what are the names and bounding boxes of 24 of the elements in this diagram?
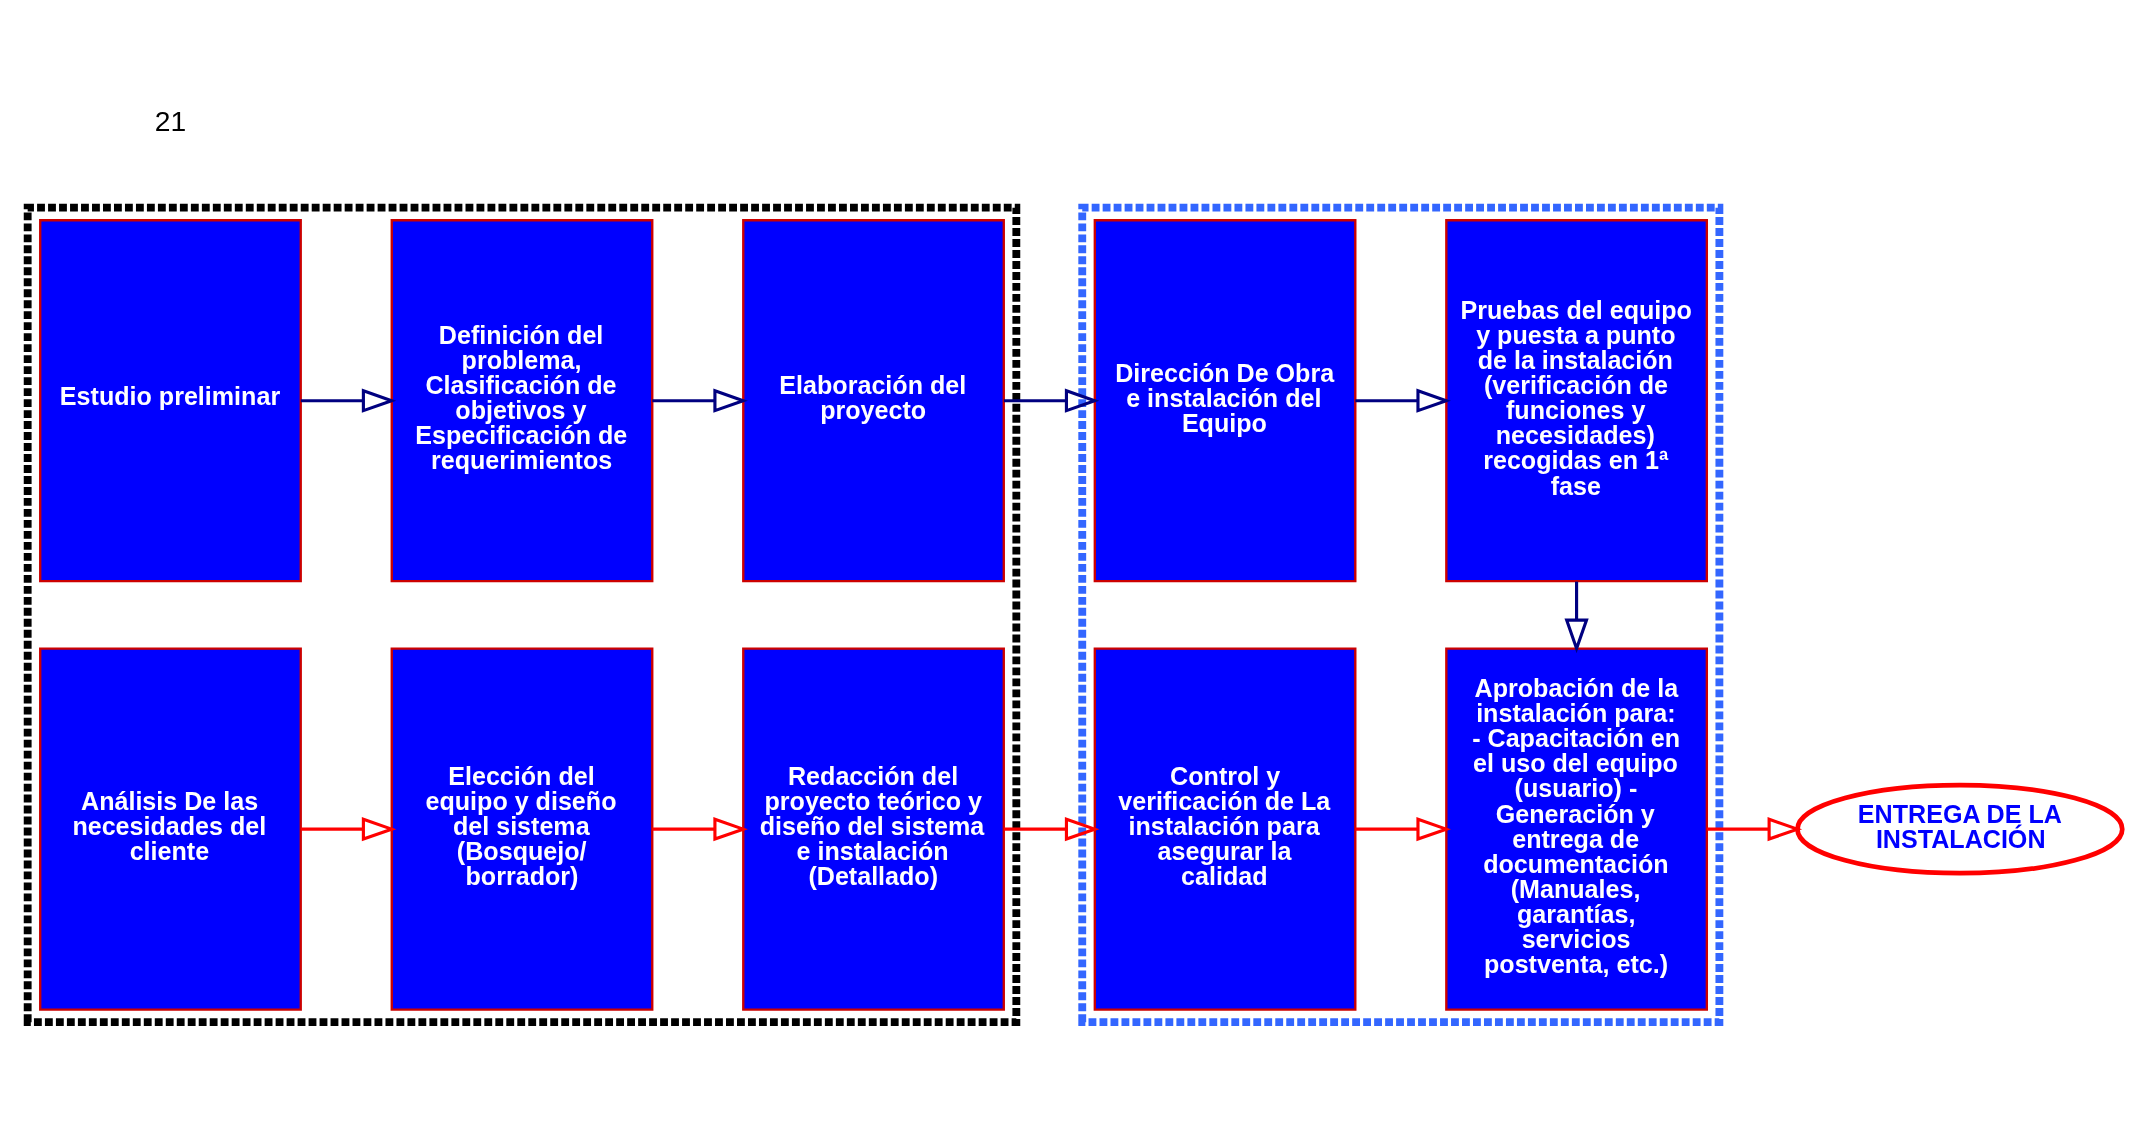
arrow — [1564, 581, 1589, 653]
cluster — [1078, 203, 1724, 1026]
arrow — [1355, 388, 1451, 413]
arrow — [300, 388, 397, 413]
node-box: Pruebas del equipo y puesta a punto de la instalación (verificación de funciones y necesidades) recogidas en 1ª fase — [1445, 218, 1708, 582]
node-box: Control y verificación de La instalación para asegurar la calidad — [1093, 647, 1357, 1011]
cluster — [23, 203, 1021, 1026]
node-box: Aprobación de la instalación para: - Capacitación en el uso del equipo (usuario) - Generación y entrega de documentación (Manuales, garantías, servicios postventa, etc.) — [1445, 647, 1708, 1011]
arrow — [1706, 816, 1803, 841]
label: 21 — [154, 104, 187, 137]
node-box: Análisis De las necesidades del cliente — [39, 647, 302, 1011]
arrow — [1003, 816, 1100, 841]
arrow — [300, 816, 397, 841]
arrow — [1003, 388, 1100, 413]
node-box: Elección del equipo y diseño del sistema (Bosquejo/ borrador) — [390, 647, 654, 1011]
node-box: Definición del problema, Clasificación de objetivos y Especificación de requerimientos — [390, 218, 654, 582]
node-box: Redacción del proyecto teórico y diseño del sistema e instalación (Detallado) — [742, 647, 1005, 1011]
arrow — [1355, 816, 1451, 841]
node-box: Dirección De Obra e instalación del Equipo — [1093, 218, 1357, 582]
arrow — [652, 388, 748, 413]
node-ellipse: ENTREGA DE LA INSTALACIÓN — [1795, 782, 2125, 876]
node-box: Elaboración del proyecto — [742, 218, 1005, 582]
node-box: Estudio preliminar — [39, 218, 302, 582]
arrow — [652, 816, 748, 841]
